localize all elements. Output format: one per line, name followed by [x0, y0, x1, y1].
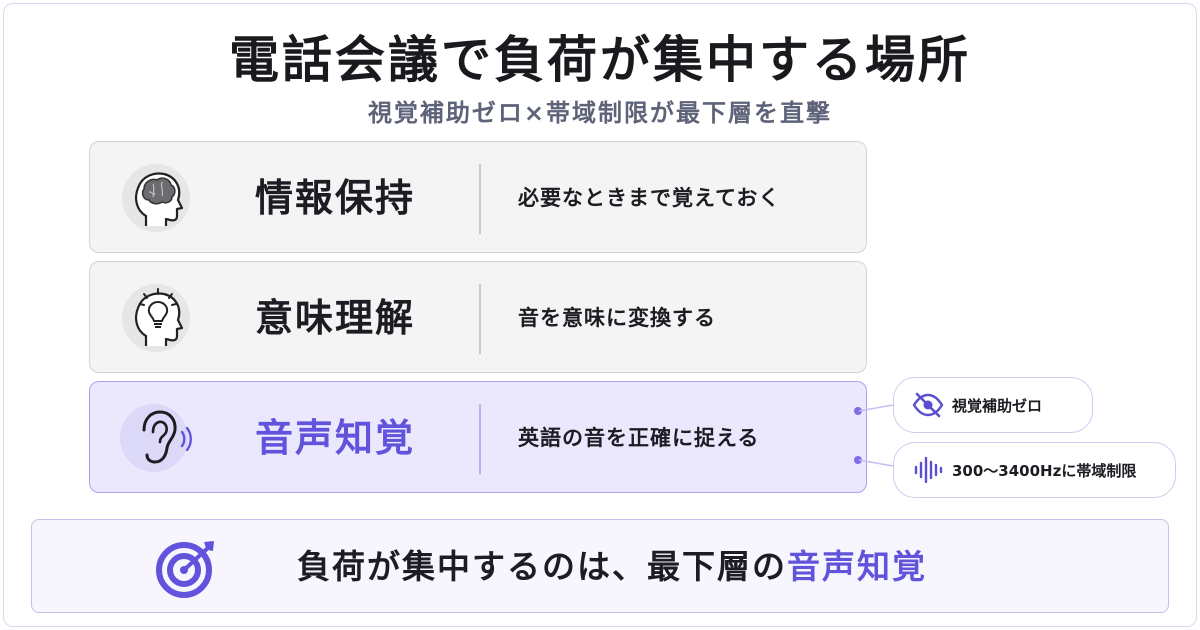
sound-wave-icon [910, 454, 946, 486]
slide-frame [3, 3, 1197, 627]
conclusion-banner: 負荷が集中するのは、最下層の音声知覚 [31, 519, 1169, 613]
connector-dot [854, 456, 862, 464]
layer-speech-perception: 音声知覚 英語の音を正確に捉える [89, 381, 867, 493]
connector-dot [854, 407, 862, 415]
constraint-badge-visual: 視覚補助ゼロ [893, 377, 1093, 433]
page-title: 電話会議で負荷が集中する場所 [229, 31, 971, 89]
layer-name: 意味理解 [255, 296, 416, 340]
layer-information-retention: 情報保持 必要なときまで覚えておく [89, 141, 867, 253]
conclusion-highlight: 音声知覚 [787, 547, 927, 586]
target-arrow-icon [154, 538, 222, 598]
connector-lines [858, 404, 894, 467]
conclusion-text: 負荷が集中するのは、最下層の音声知覚 [297, 520, 927, 614]
layer-name: 音声知覚 [255, 416, 416, 460]
ear-sound-icon [120, 402, 196, 474]
constraint-label: 視覚補助ゼロ [952, 396, 1043, 415]
layer-description: 音を意味に変換する [518, 306, 716, 330]
layer-name: 情報保持 [255, 176, 416, 220]
eye-off-icon [910, 389, 946, 421]
conclusion-main: 負荷が集中するのは、最下層の [297, 547, 787, 586]
layer-divider [479, 404, 481, 474]
layer-description: 英語の音を正確に捉える [518, 426, 760, 450]
page-subtitle: 視覚補助ゼロ×帯域制限が最下層を直撃 [367, 99, 833, 127]
lightbulb-head-icon [120, 282, 196, 354]
constraint-label: 300〜3400Hzに帯域制限 [952, 461, 1137, 480]
layer-divider [479, 164, 481, 234]
layer-divider [479, 284, 481, 354]
constraint-badge-bandwidth: 300〜3400Hzに帯域制限 [893, 442, 1176, 498]
layer-description: 必要なときまで覚えておく [518, 186, 781, 210]
layer-meaning-comprehension: 意味理解 音を意味に変換する [89, 261, 867, 373]
brain-head-icon [120, 162, 196, 234]
